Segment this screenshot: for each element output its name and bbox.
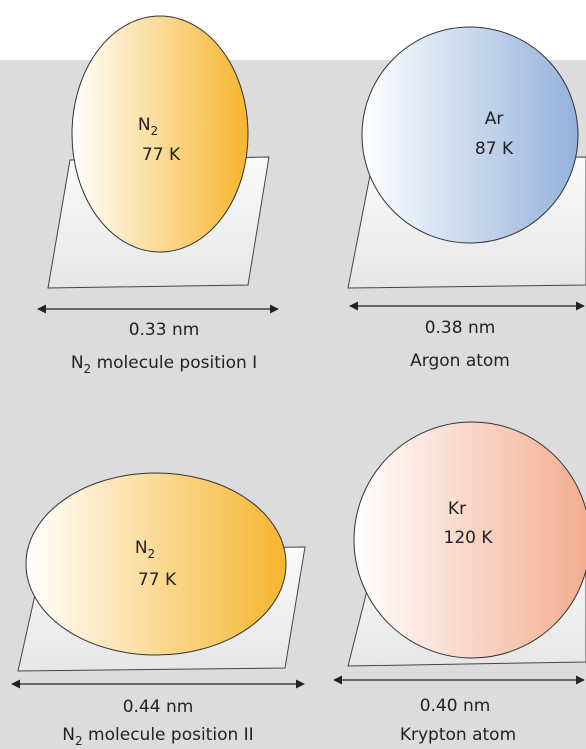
size-label: 0.33 nm — [129, 320, 200, 340]
formula-label: Kr — [448, 499, 466, 519]
temperature-label: 87 K — [475, 139, 514, 159]
panel-argon-atom: Ar 87 K 0.38 nm Argon atom — [347, 26, 586, 371]
n2-molecule-ellipse — [71, 15, 249, 253]
size-label: 0.40 nm — [420, 696, 491, 716]
argon-atom-circle — [361, 26, 579, 244]
temperature-label: 120 K — [444, 528, 494, 548]
temperature-label: 77 K — [138, 570, 177, 590]
n2-molecule-ellipse — [25, 472, 287, 656]
formula-label: N2 — [135, 538, 155, 561]
caption: Krypton atom — [400, 725, 516, 745]
panel-n2-position-1: N2 77 K 0.33 nm N2 molecule position I — [37, 15, 279, 376]
formula-label: Ar — [485, 109, 504, 129]
size-label: 0.38 nm — [425, 318, 496, 338]
caption: Argon atom — [410, 351, 510, 371]
caption: N2 molecule position I — [71, 353, 257, 376]
panel-krypton-atom: Kr 120 K 0.40 nm Krypton atom — [333, 421, 586, 745]
size-label: 0.44 nm — [123, 697, 194, 717]
caption: N2 molecule position II — [62, 725, 253, 748]
panel-n2-position-2: N2 77 K 0.44 nm N2 molecule position II — [11, 472, 306, 748]
formula-label: N2 — [138, 115, 158, 138]
krypton-atom-circle — [353, 421, 586, 659]
temperature-label: 77 K — [142, 145, 181, 165]
